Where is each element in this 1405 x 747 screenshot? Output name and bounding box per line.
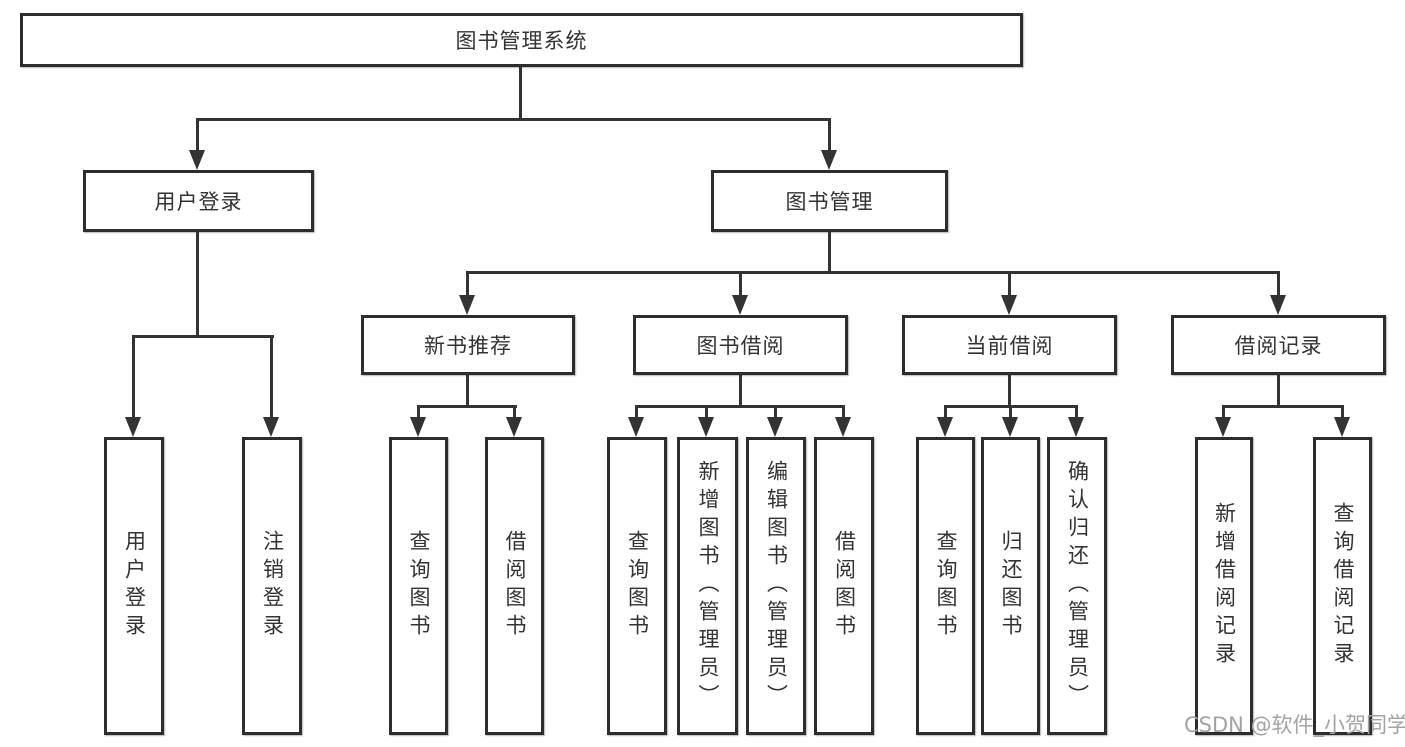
arrowhead-icon (189, 150, 205, 170)
node-label: 编辑图书（管理员） (764, 460, 789, 712)
node-label: 图书管理系统 (455, 29, 588, 53)
node-label: 借阅图书 (832, 530, 857, 642)
arrowhead-icon (1002, 417, 1018, 437)
connector-line (196, 118, 830, 121)
node-label: 归还图书 (999, 530, 1024, 642)
arrowhead-icon (767, 417, 783, 437)
node-label: 借阅图书 (503, 530, 528, 642)
connector-line (270, 335, 273, 419)
csdn-watermark: CSDN @软件_小贺同学 (1184, 713, 1405, 737)
node-new-book-recommend: 新书推荐 (361, 315, 575, 375)
arrowhead-icon (835, 417, 851, 437)
node-label: 查询图书 (934, 530, 959, 642)
connector-line (1008, 374, 1011, 408)
node-label: 注销登录 (260, 530, 285, 642)
node-current-borrowing: 当前借阅 (902, 315, 1117, 375)
node-label: 图书管理 (785, 190, 874, 214)
arrowhead-icon (628, 417, 644, 437)
leaf-borrow-books: 借阅图书 (814, 437, 874, 735)
connector-line (1222, 405, 1344, 408)
arrowhead-icon (1215, 417, 1231, 437)
connector-line (1009, 405, 1012, 419)
connector-line (466, 271, 1280, 274)
leaf-return-book: 归还图书 (981, 437, 1040, 735)
arrowhead-icon (937, 417, 953, 437)
arrowhead-icon (1001, 295, 1017, 315)
connector-line (774, 405, 777, 419)
leaf-add-book-admin: 新增图书（管理员） (677, 437, 738, 735)
connector-line (519, 67, 522, 121)
connector-line (1008, 271, 1011, 297)
connector-line (944, 405, 947, 419)
connector-line (196, 118, 199, 152)
connector-line (705, 405, 708, 419)
arrowhead-icon (410, 417, 426, 437)
leaf-query-books-borrowing: 查询图书 (607, 437, 667, 735)
leaf-query-borrow-record: 查询借阅记录 (1313, 437, 1372, 735)
node-label: 查询图书 (625, 530, 650, 642)
leaf-logout: 注销登录 (242, 437, 302, 735)
arrowhead-icon (698, 417, 714, 437)
connector-line (1075, 405, 1078, 419)
connector-line (513, 405, 516, 419)
leaf-user-login: 用户登录 (104, 437, 164, 735)
node-label: 图书借阅 (696, 334, 785, 358)
connector-line (466, 374, 469, 408)
connector-line (132, 335, 274, 338)
leaf-query-books-current: 查询图书 (916, 437, 975, 735)
connector-line (417, 405, 517, 408)
leaf-add-borrow-record: 新增借阅记录 (1195, 437, 1253, 735)
arrowhead-icon (821, 150, 837, 170)
connector-line (828, 232, 831, 274)
node-label: 确认归还（管理员） (1065, 460, 1090, 712)
node-label: 新书推荐 (424, 334, 512, 358)
node-library-management-system: 图书管理系统 (20, 13, 1023, 67)
leaf-borrow-books-recommend: 借阅图书 (485, 437, 544, 735)
node-label: 当前借阅 (965, 334, 1054, 358)
connector-line (635, 405, 638, 419)
node-label: 新增图书（管理员） (696, 460, 721, 712)
connector-line (1277, 374, 1280, 408)
connector-line (842, 405, 845, 419)
arrowhead-icon (459, 295, 475, 315)
arrowhead-icon (732, 295, 748, 315)
node-book-borrowing: 图书借阅 (633, 315, 848, 375)
arrowhead-icon (1270, 295, 1286, 315)
node-label: 用户登录 (122, 530, 147, 642)
connector-line (466, 271, 469, 297)
connector-line (635, 405, 845, 408)
node-label: 查询借阅记录 (1331, 502, 1356, 670)
connector-line (1277, 271, 1280, 297)
connector-line (417, 405, 420, 419)
arrowhead-icon (263, 417, 279, 437)
node-label: 查询图书 (407, 530, 432, 642)
connector-line (739, 374, 742, 408)
connector-line (196, 232, 199, 338)
node-user-login-group: 用户登录 (83, 170, 314, 232)
leaf-edit-book-admin: 编辑图书（管理员） (746, 437, 806, 735)
leaf-query-books-recommend: 查询图书 (389, 437, 448, 735)
arrowhead-icon (125, 417, 141, 437)
connector-line (828, 118, 831, 152)
node-label: 借阅记录 (1234, 334, 1323, 358)
connector-line (739, 271, 742, 297)
connector-line (1222, 405, 1225, 419)
node-borrowing-records: 借阅记录 (1171, 315, 1386, 375)
node-label: 新增借阅记录 (1212, 502, 1237, 670)
arrowhead-icon (506, 417, 522, 437)
arrowhead-icon (1334, 417, 1350, 437)
node-book-management-group: 图书管理 (711, 170, 948, 232)
node-label: 用户登录 (154, 190, 243, 214)
connector-line (1341, 405, 1344, 419)
arrowhead-icon (1068, 417, 1084, 437)
connector-line (132, 335, 135, 419)
leaf-confirm-return-admin: 确认归还（管理员） (1047, 437, 1107, 735)
